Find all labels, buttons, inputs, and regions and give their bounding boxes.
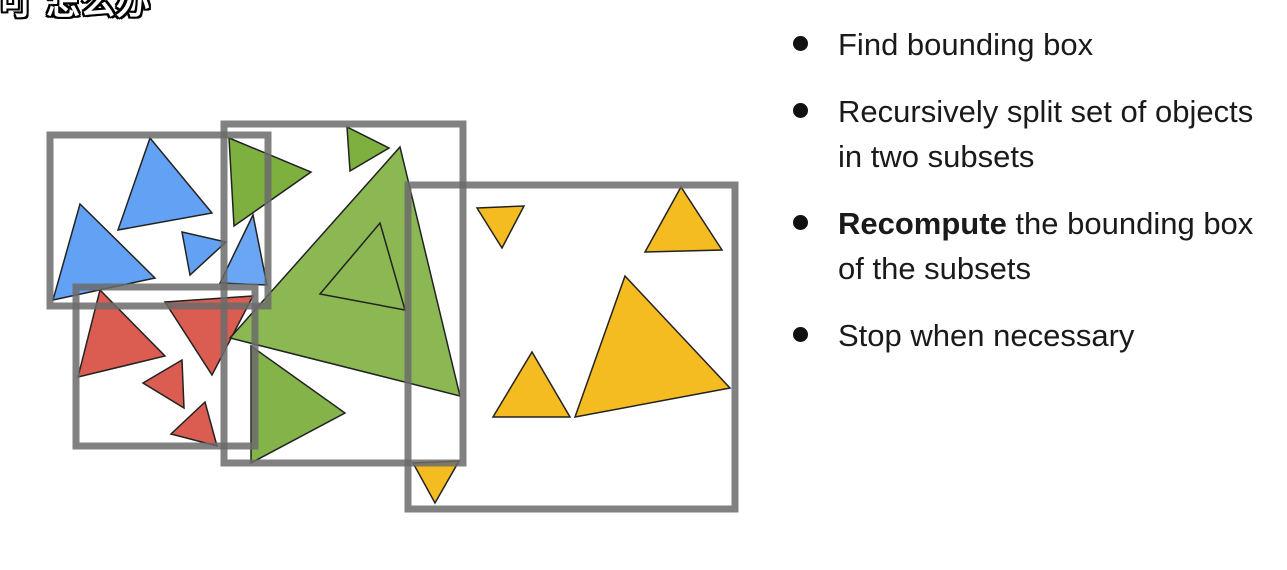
bounding-box-blue (46, 131, 272, 310)
bullet-text: Find bounding box (838, 27, 1094, 62)
subtitle-caption: 可 怎么办 (0, 0, 151, 23)
yellow-triangle-small-inverted (475, 205, 526, 250)
green-triangle-inner-outline (318, 221, 407, 311)
bounding-box-red (72, 283, 259, 450)
bounding-box-yellow (404, 181, 739, 513)
bullet-list: Find bounding box Recursively split set … (790, 22, 1280, 380)
bullet-dot-icon (793, 103, 808, 118)
red-triangle-bottom (169, 400, 219, 448)
yellow-triangle-medium (491, 350, 572, 418)
red-triangle-small (141, 358, 185, 410)
bullet-dot-icon (793, 215, 808, 230)
yellow-triangle-bottom-inverted (411, 460, 461, 505)
bullet-text: Recursively split set of objects in two … (838, 94, 1254, 174)
bullet-dot-icon (793, 327, 808, 342)
bvh-diagram (46, 120, 739, 513)
blue-triangle-top (116, 136, 214, 231)
bullet-item: Stop when necessary (790, 313, 1280, 358)
bullet-item: Find bounding box (790, 22, 1280, 67)
bullet-bold-text: Recompute (838, 206, 1007, 241)
bounding-box-green (220, 120, 467, 467)
bullet-dot-icon (793, 36, 808, 51)
yellow-triangle-top-right (643, 185, 724, 253)
green-triangle-small-top (346, 125, 391, 173)
red-triangle-left (76, 288, 167, 379)
bullet-item: Recursively split set of objects in two … (790, 89, 1280, 179)
green-triangle-bottom (250, 344, 347, 465)
bullet-text: the bounding box of the subsets (838, 206, 1254, 286)
yellow-triangle-large (573, 274, 732, 418)
bullet-item: Recompute the bounding box of the subset… (790, 201, 1280, 291)
bullet-text: Stop when necessary (838, 318, 1135, 353)
blue-triangle-small (181, 231, 228, 277)
green-triangle-large (228, 145, 462, 398)
